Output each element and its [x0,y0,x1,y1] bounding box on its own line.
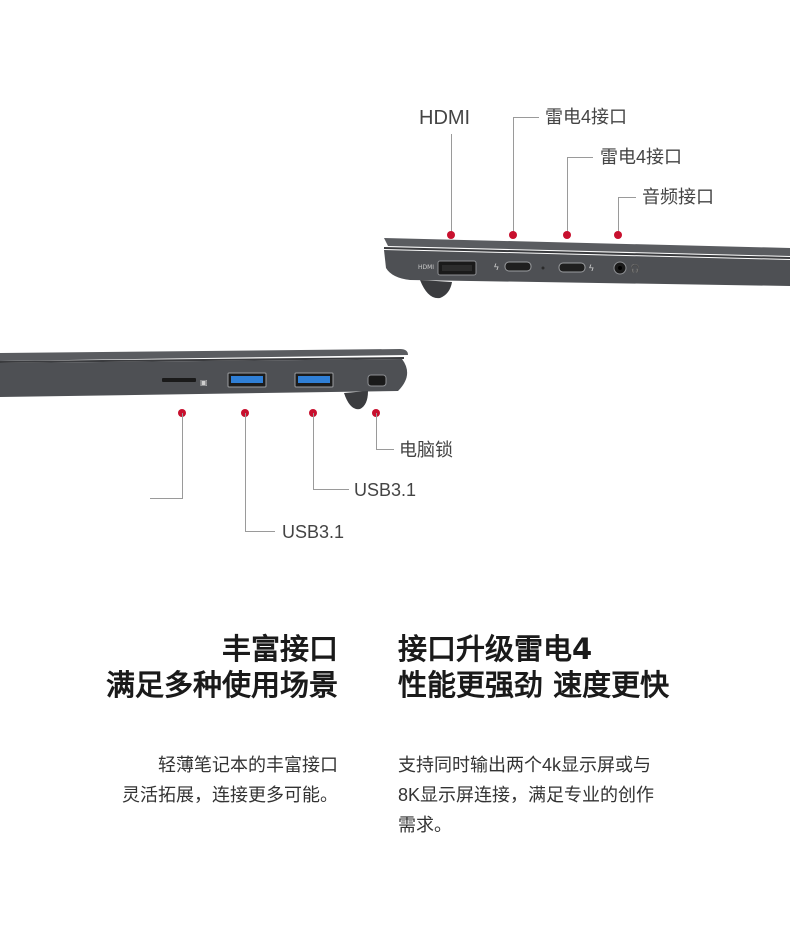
callout-label-usb-2: USB3.1 [354,480,417,500]
callout-line-usb-2-v [313,413,314,489]
feature-1-body-line-1: 轻薄笔记本的丰富接口 [158,755,338,775]
callout-label-hdmi: HDMI [419,107,471,129]
callout-dot-thunderbolt-1 [509,231,517,239]
hdmi-engraving: HDMI [418,264,434,271]
callout-line-lock-h [376,449,394,450]
feature-1-headline-line-1: 丰富接口 [221,632,338,666]
callout-line-thunderbolt-2-v [567,157,568,235]
laptop-right-side-view: HDMI ϟ ϟ 🎧 [383,238,790,299]
callout-dot-hdmi [447,231,455,239]
callout-line-usb-1-v [245,413,246,531]
callout-line-hdmi [451,134,452,235]
feature-1-headline-line-2: 满足多种使用场景 [105,668,338,702]
callout-line-sd-card-h [150,498,183,499]
laptop-left-side-view: ▣ [0,349,408,410]
feature-2-headline-line-2: 性能更强劲 速度更快 [398,668,670,702]
callout-label-audio: 音频接口 [642,187,714,207]
feature-2-headline-line-1: 接口升级雷电4 [398,632,593,666]
callout-line-thunderbolt-2-h [567,157,593,158]
callout-line-thunderbolt-1-v [513,117,514,235]
svg-text:ϟ: ϟ [589,263,594,273]
callout-line-usb-1-h [245,531,275,532]
feature-2-body-line-2: 8K显示屏连接，满足专业的创作 [398,785,655,805]
feature-2-body-line-1: 支持同时输出两个4k显示屏或与 [398,755,652,775]
svg-text:🎧: 🎧 [630,263,640,273]
callout-label-usb-1: USB3.1 [282,522,345,542]
feature-2-body-line-3: 需求。 [398,815,452,835]
callout-label-thunderbolt-1: 雷电4接口 [545,107,628,127]
svg-text:▣: ▣ [200,378,208,387]
svg-text:ϟ: ϟ [494,262,499,272]
callout-dot-audio [614,231,622,239]
callout-line-thunderbolt-1-h [513,117,539,118]
callout-line-audio-h [618,197,636,198]
callout-dot-thunderbolt-2 [563,231,571,239]
callout-line-audio-v [618,197,619,235]
callout-label-thunderbolt-2: 雷电4接口 [600,147,683,167]
callout-line-usb-2-h [313,489,349,490]
callout-label-lock: 电脑锁 [399,440,453,460]
feature-1-body-line-2: 灵活拓展，连接更多可能。 [122,785,338,805]
callout-line-sd-card-v [182,413,183,499]
callout-line-lock-v [376,413,377,449]
